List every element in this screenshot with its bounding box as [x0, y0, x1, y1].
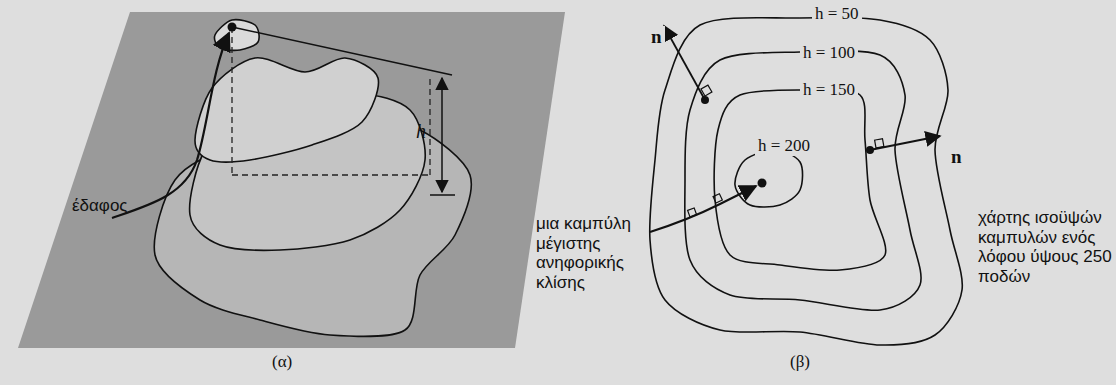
height-line — [232, 27, 452, 75]
contour-label: h = 200 — [755, 136, 813, 156]
right-angle-marks — [688, 85, 884, 217]
ascent-curve — [650, 186, 756, 232]
contour-curve — [685, 51, 921, 311]
dimension-arrow — [441, 78, 443, 192]
contour-curve — [214, 20, 259, 51]
contour-curve — [195, 58, 378, 162]
contour-curve — [650, 17, 963, 345]
normal-vector — [870, 136, 940, 150]
right-angle-mark — [688, 208, 697, 217]
right-angle-mark — [875, 139, 884, 148]
hill-contours — [154, 20, 471, 337]
contour-curve — [735, 150, 803, 207]
dashed-line — [232, 174, 430, 175]
panel-label: (α) — [272, 352, 292, 372]
vector-label: n — [648, 26, 665, 48]
contour-label: h = 150 — [800, 80, 858, 100]
contour-label: h = 50 — [812, 4, 862, 24]
right-angle-mark — [713, 194, 722, 203]
peak-dot — [228, 23, 237, 32]
caption-label: χάρτης ισοϋψών καμπυλών ενός λόφου ύψους… — [978, 208, 1112, 286]
right-angle-mark — [701, 85, 712, 96]
point-dot — [866, 146, 874, 154]
vector-label: n — [948, 146, 965, 168]
contour-map — [650, 17, 963, 345]
ground-label: έδαφος — [72, 196, 128, 216]
ground-plane — [18, 12, 565, 348]
dashed-line — [231, 27, 232, 175]
height-dimension — [232, 27, 455, 195]
point-dot — [701, 96, 709, 104]
peak-dot — [758, 179, 767, 188]
normal-vector — [664, 26, 705, 100]
panel-label: (β) — [790, 352, 810, 372]
callout-label: μια καμπύλη μέγιστης ανηφορικής κλίσης — [536, 214, 648, 292]
contour-curve — [714, 90, 886, 271]
tick-line — [430, 194, 455, 196]
ascent-curve — [112, 33, 229, 218]
dashed-line — [429, 78, 430, 175]
contour-label: h = 100 — [800, 43, 858, 63]
height-label: h — [416, 120, 426, 143]
